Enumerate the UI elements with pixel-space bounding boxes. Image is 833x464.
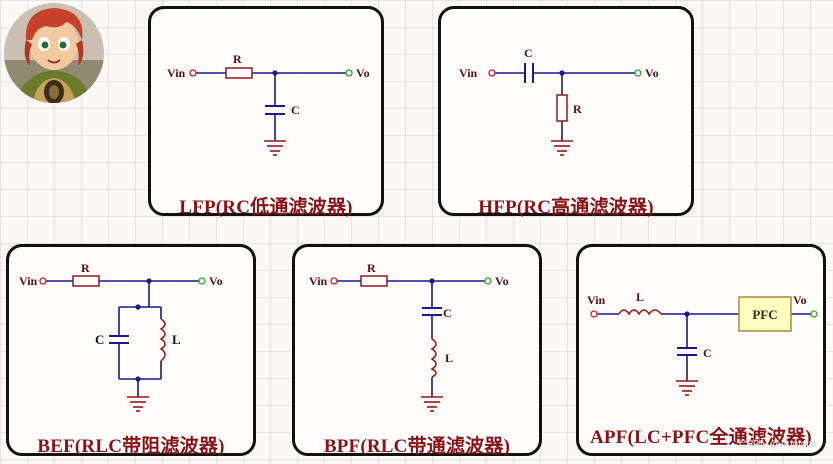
resistor-label: R xyxy=(367,261,376,275)
ground-symbol xyxy=(127,396,149,412)
ground-symbol xyxy=(264,140,286,156)
junction-dot xyxy=(135,376,141,382)
ground-symbol xyxy=(676,380,698,396)
resistor xyxy=(72,275,100,287)
vin-terminal xyxy=(189,69,197,77)
watermark-text: CSDN @Augtons xyxy=(739,439,817,450)
circuit-panel-apf: PFC Vin Vo L C APF(LC+PFC全通滤波器) xyxy=(576,244,826,456)
cartoon-avatar xyxy=(4,3,104,103)
inductor-label: L xyxy=(636,290,644,304)
capacitor-label: C xyxy=(443,306,452,320)
vin-label: Vin xyxy=(19,274,38,288)
capacitor-label: C xyxy=(95,332,104,347)
inductor xyxy=(159,318,166,362)
vin-label: Vin xyxy=(167,66,186,80)
hfp-schematic: Vin Vo C R xyxy=(459,46,659,156)
circuit-panel-lfp: Vin Vo R C LFP(RC低通滤波器) xyxy=(148,6,384,218)
vo-label: Vo xyxy=(645,66,659,80)
inductor-label: L xyxy=(172,332,181,347)
vin-label: Vin xyxy=(587,293,606,307)
junction-dot xyxy=(146,278,152,284)
junction-dot xyxy=(272,70,278,76)
panel-title: BEF(RLC带阻滤波器) xyxy=(37,436,225,457)
bef-schematic: Vin Vo R C L xyxy=(19,261,223,412)
vo-terminal xyxy=(198,277,206,285)
vo-terminal xyxy=(345,69,353,77)
panel-title: HFP(RC高通滤波器) xyxy=(478,197,654,218)
vin-label: Vin xyxy=(309,274,328,288)
apf-schematic: PFC Vin Vo L C xyxy=(587,290,818,396)
junction-dot xyxy=(684,311,690,317)
vin-terminal xyxy=(330,277,338,285)
circuit-panel-hfp: Vin Vo C R HFP(RC高通滤波器) xyxy=(438,6,694,218)
vo-label: Vo xyxy=(495,274,509,288)
junction-dot xyxy=(429,278,435,284)
vo-terminal xyxy=(634,69,642,77)
vo-terminal xyxy=(484,277,492,285)
vo-label: Vo xyxy=(793,293,807,307)
vo-label: Vo xyxy=(356,66,370,80)
vin-label: Vin xyxy=(459,66,478,80)
circuit-panel-bpf: Vin Vo R C L BPF(RLC带通滤波器) xyxy=(292,244,542,457)
vin-terminal xyxy=(39,277,47,285)
vin-terminal xyxy=(590,310,598,318)
circuit-panel-bef: Vin Vo R C L BEF(RLC带阻滤波器) xyxy=(6,244,256,457)
ground-symbol xyxy=(551,140,573,156)
capacitor-label: C xyxy=(524,46,533,60)
resistor xyxy=(225,67,253,79)
panel-title: BPF(RLC带通滤波器) xyxy=(323,436,511,457)
resistor xyxy=(360,275,388,287)
junction-dot xyxy=(135,304,141,310)
bpf-schematic: Vin Vo R C L xyxy=(309,261,509,412)
vo-terminal xyxy=(810,310,818,318)
capacitor-label: C xyxy=(703,346,712,360)
panel-title: APF(LC+PFC全通滤波器) xyxy=(590,427,812,448)
vo-label: Vo xyxy=(209,274,223,288)
inductor-label: L xyxy=(445,351,453,365)
capacitor-label: C xyxy=(291,103,300,117)
resistor-label: R xyxy=(233,52,242,66)
pfc-label: PFC xyxy=(752,307,777,322)
pfc-block: PFC xyxy=(738,296,792,332)
ground-symbol xyxy=(421,396,443,412)
lfp-schematic: Vin Vo R C xyxy=(167,52,370,156)
resistor xyxy=(556,94,568,122)
inductor xyxy=(618,309,662,316)
panel-title: LFP(RC低通滤波器) xyxy=(179,197,353,218)
junction-dot xyxy=(559,70,565,76)
inductor xyxy=(430,338,437,378)
resistor-label: R xyxy=(573,102,582,116)
vin-terminal xyxy=(488,69,496,77)
resistor-label: R xyxy=(81,261,90,275)
